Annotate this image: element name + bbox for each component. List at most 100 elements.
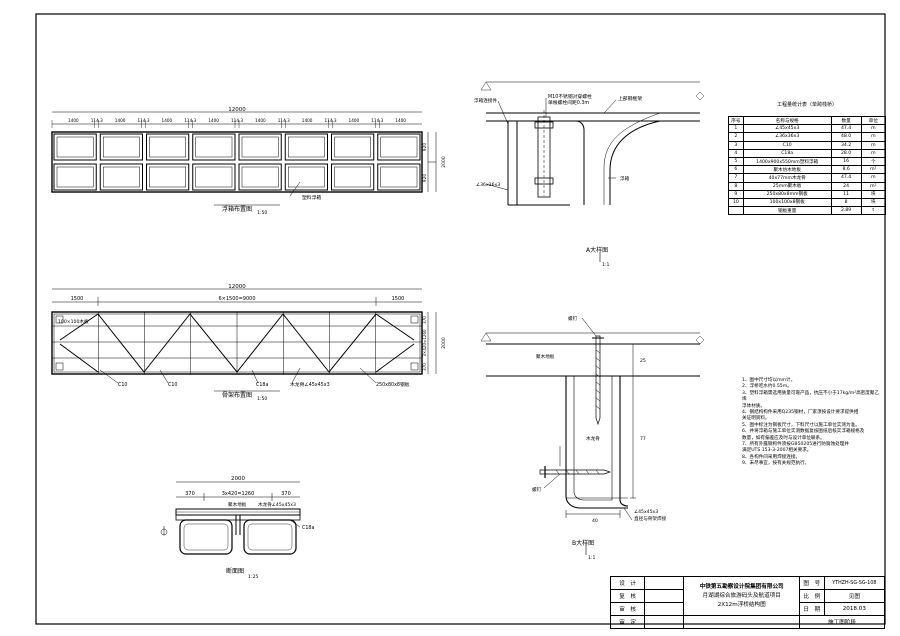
tb-project: 月湖湖综合旅游码头及航道项目 bbox=[702, 592, 781, 599]
note-line: 数量，如有偏差应及时与设计单位联系。 bbox=[742, 435, 825, 441]
detail-a-t2: 单根螺栓间距0.3m bbox=[548, 99, 589, 106]
float-dim-label: 1400 bbox=[349, 118, 360, 123]
quantity-cell: C18a bbox=[742, 148, 832, 158]
note-line: 2、浮桥吃水约0.55m。 bbox=[742, 384, 792, 390]
frame-scale: 1:50 bbox=[257, 396, 267, 402]
float-box-inner bbox=[334, 136, 371, 158]
float-box-inner bbox=[334, 166, 371, 188]
detail-a-title: A大样图 bbox=[586, 246, 608, 254]
float-box bbox=[146, 163, 190, 191]
quantity-cell: 16 bbox=[830, 156, 862, 167]
quantity-cell: 2.89 bbox=[830, 206, 862, 216]
float-dim-label: 1400 bbox=[208, 118, 219, 123]
float-box bbox=[377, 163, 421, 191]
float-box-inner bbox=[241, 136, 279, 158]
tb-review-sign bbox=[644, 589, 685, 603]
quantity-cell: 28.0 bbox=[830, 148, 862, 158]
detail-a-t4: 浮箱连接件 bbox=[474, 97, 497, 104]
section-c: 370 bbox=[281, 491, 291, 497]
detail-b-t1: 螺钉 bbox=[568, 315, 578, 322]
section-view bbox=[160, 481, 301, 555]
quantity-cell: 100x100x8钢板 bbox=[742, 197, 832, 208]
frame-c18: C18a bbox=[256, 382, 268, 388]
quantity-cell: 25mm聚木板 bbox=[742, 181, 832, 191]
detail-a-t3: 上部钢框架 bbox=[618, 95, 642, 102]
quantity-cell: m bbox=[860, 132, 887, 142]
detail-b-t4: ∠45x45x3 bbox=[634, 509, 658, 515]
float-box bbox=[99, 163, 143, 191]
float-dim-label: 114.3 bbox=[278, 118, 290, 123]
note-line: 8、各构件间采用焊接连接。 bbox=[742, 454, 801, 460]
quantity-cell: m² bbox=[860, 165, 887, 175]
float-box-inner bbox=[103, 136, 140, 158]
float-dim-label: 114.3 bbox=[371, 118, 383, 123]
float-box bbox=[284, 163, 328, 191]
frame-v-a: 370 bbox=[422, 316, 427, 324]
section-b: 3x420=1260 bbox=[222, 491, 255, 497]
quantity-cell: m² bbox=[860, 181, 887, 191]
float-box-inner bbox=[149, 166, 186, 188]
detail-b-d2: 77 bbox=[640, 436, 646, 442]
float-dim-label: 1400 bbox=[395, 118, 406, 123]
float-box-inner bbox=[288, 136, 325, 158]
frame-c10-b: C10 bbox=[168, 382, 177, 388]
quantity-cell: m bbox=[860, 124, 887, 134]
section-c18: C18a bbox=[302, 525, 314, 531]
note-line: 6、并将浮箱与施工单位实测数据复核图纸后核实浮箱规格及 bbox=[742, 429, 865, 435]
quantity-cell: 钢板重量 bbox=[742, 206, 832, 216]
note-line: 3、塑料浮箱需选用质量可靠产品，抗压不小于17kg/m²高密度聚乙烯 bbox=[742, 390, 880, 403]
quantity-header-row: 序号 名称与规格 数量 单位 bbox=[728, 115, 887, 126]
tb-review: 复 核 bbox=[609, 589, 646, 603]
frame-layout-view bbox=[51, 288, 437, 392]
note-line: 5、图中标注为钢板尺寸，下料尺寸以施工单位实测为准。 bbox=[742, 422, 860, 428]
float-box-inner bbox=[56, 166, 94, 188]
float-dim-label: 114.3 bbox=[184, 118, 196, 123]
quantity-cell: 48.0 bbox=[830, 132, 862, 142]
float-dim-label: 114.3 bbox=[91, 118, 103, 123]
quantity-cell: 3 bbox=[728, 140, 744, 150]
quantity-header-no: 序号 bbox=[728, 115, 744, 126]
quantity-cell: 块 bbox=[860, 197, 887, 208]
quantity-cell: C10 bbox=[742, 140, 832, 150]
float-box bbox=[331, 163, 375, 191]
quantity-cell: 24 bbox=[830, 181, 862, 191]
float-box-inner bbox=[195, 136, 233, 158]
quantity-cell: 1400x900x550mm塑料浮箱 bbox=[742, 156, 832, 167]
detail-b-view bbox=[480, 317, 705, 555]
float-dim-label: 114.3 bbox=[231, 118, 243, 123]
float-layout-view bbox=[51, 111, 437, 206]
detail-a-view bbox=[480, 81, 705, 262]
frame-plate: 250x80x8钢板 bbox=[376, 381, 410, 388]
quantity-cell: 2 bbox=[728, 132, 744, 142]
float-dim-label: 1400 bbox=[162, 118, 173, 123]
float-dims: 1400 114.3 1400 114.3 1400 114.3 1400 114.3 1400… bbox=[51, 118, 406, 128]
quantity-cell: 8.6 bbox=[830, 165, 862, 175]
quantity-cell: 40x77mm木龙骨 bbox=[742, 173, 832, 183]
float-dim-label: 1400 bbox=[302, 118, 313, 123]
float-box bbox=[146, 133, 190, 161]
detail-a-t1: M10不锈钢对穿螺栓 bbox=[548, 93, 592, 100]
float-box-inner bbox=[241, 166, 279, 188]
float-box-inner bbox=[56, 136, 94, 158]
float-dim-label: 1400 bbox=[115, 118, 126, 123]
float-box-inner bbox=[149, 136, 186, 158]
quantity-cell: 6 bbox=[728, 165, 744, 175]
detail-b-title: B大样图 bbox=[572, 539, 594, 547]
quantity-header-unit: 单位 bbox=[860, 115, 887, 126]
tb-check: 审 核 bbox=[609, 602, 646, 616]
quantity-cell: 1 bbox=[728, 124, 744, 134]
quantity-cell: m bbox=[860, 140, 887, 150]
quantity-cell bbox=[728, 206, 744, 216]
quantity-cell: 8 bbox=[728, 181, 744, 191]
quantity-cell: 5 bbox=[728, 156, 744, 167]
tb-date-value: 2018.03 bbox=[823, 602, 886, 616]
detail-a-scale: 1:1 bbox=[602, 262, 609, 268]
quantity-header-qty: 数量 bbox=[830, 115, 862, 126]
tb-no-value: YTHZH-SG-SG-108 bbox=[823, 576, 886, 590]
